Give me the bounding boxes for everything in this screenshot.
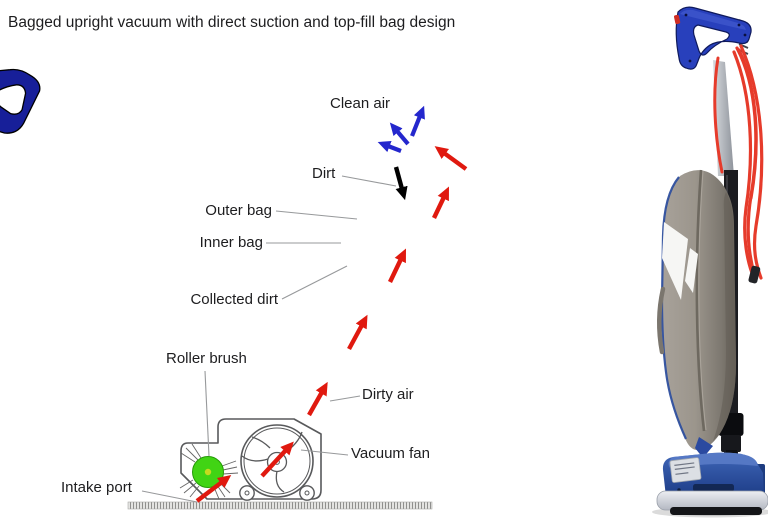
photo-cord-plug (748, 265, 761, 284)
dirty-air-arrow-intake (195, 474, 232, 503)
photo-bag-logo-stripe (685, 248, 698, 293)
wheels (239, 485, 315, 501)
dirty-air-arrows (195, 146, 468, 503)
leader-line-intake-port (141, 490, 198, 503)
vacuum-fan-inner-rim (243, 427, 311, 495)
photo-handle (674, 6, 752, 70)
label-collected-dirt: Collected dirt (190, 291, 278, 308)
photo-bag-shading (713, 192, 737, 441)
diagram-handle-grip (0, 68, 41, 134)
photo-handle-highlight (680, 9, 746, 30)
suction-duct-assembly (0, 68, 41, 234)
fan-blades (241, 431, 303, 493)
photo-bag-clip (695, 437, 713, 458)
label-intake-port: Intake port (61, 479, 132, 496)
photo-bag-logo (662, 222, 688, 300)
dirt-fall-arrow (393, 166, 408, 201)
front-wheel-hub (244, 490, 250, 496)
leader-line-vacuum-fan (300, 449, 349, 456)
photo-handle-red-tab (674, 14, 681, 25)
roller-bristles (179, 443, 239, 500)
photo-tube-knob (721, 435, 741, 452)
clean-air-arrow-1 (410, 105, 425, 137)
photo-label-plate (669, 457, 702, 483)
rear-wheel-hub (304, 490, 310, 496)
leader-lines (141, 175, 397, 503)
photo-bag-strap (657, 286, 666, 355)
leader-line-collected-dirt (281, 265, 348, 300)
dirty-air-arrow-fan (260, 441, 294, 478)
photo-bag-zipper (695, 169, 706, 432)
label-dirty-air: Dirty air (362, 386, 414, 403)
label-outer-bag: Outer bag (205, 202, 272, 219)
dirty-air-arrow-duct-4 (432, 186, 449, 219)
roller-brush-axle (204, 468, 212, 476)
photo-bag (657, 169, 737, 458)
dirty-air-arrow-duct-1 (307, 381, 328, 417)
label-dirt: Dirt (312, 165, 336, 182)
roller-brush-group (179, 443, 239, 500)
photo-base (656, 452, 768, 515)
photo-base-vents (693, 484, 734, 492)
label-roller-brush: Roller brush (166, 350, 247, 367)
leader-line-outer-bag (275, 210, 358, 220)
leader-line-dirty-air (329, 395, 361, 402)
label-clean-air: Clean air (330, 95, 391, 112)
label-vacuum-fan: Vacuum fan (351, 445, 430, 462)
photo-bag-trim (660, 176, 688, 440)
page-title: Bagged upright vacuum with direct suctio… (8, 14, 456, 31)
dirty-air-arrow-into-bag (434, 146, 468, 171)
dirty-air-arrow-duct-2 (347, 314, 368, 351)
leader-line-dirt (341, 175, 397, 187)
photo-handle-screws (684, 13, 747, 63)
clean-air-arrow-2 (389, 122, 410, 146)
leader-line-roller-brush (204, 370, 210, 457)
vacuum-photo (652, 6, 768, 518)
photo-power-cord (713, 44, 764, 280)
clean-air-arrow-3 (377, 141, 402, 153)
photo-base-bottom (670, 507, 762, 515)
floor-ground-strip (127, 501, 433, 510)
clean-air-arrows (377, 105, 425, 153)
label-inner-bag: Inner bag (199, 234, 263, 251)
dirty-air-arrow-duct-3 (388, 248, 407, 283)
